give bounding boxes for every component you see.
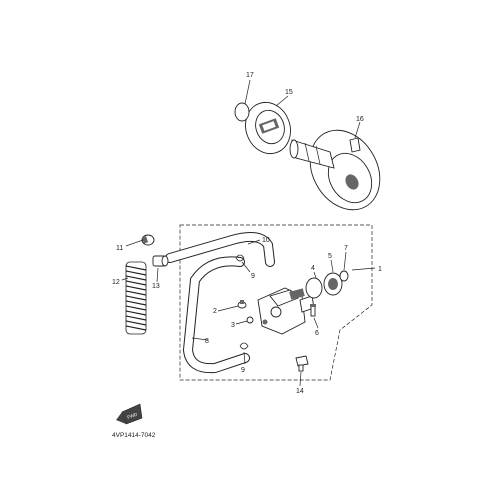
drive-gear [323,272,343,296]
callout-16: 16 [356,116,364,123]
callout-labels: 1 2 3 4 5 6 7 8 9 9 10 11 12 13 14 15 16… [112,72,382,395]
protector-spring [125,261,147,335]
callout-6: 6 [315,330,319,337]
oil-pump-body [257,287,315,335]
front-direction-arrow-icon: FWD [116,403,143,425]
callout-7: 7 [344,245,348,252]
callout-14: 14 [296,388,304,395]
key-pin [349,137,361,153]
hose-upper [165,231,275,267]
crankshaft-assembly [289,129,381,211]
callout-9-upper: 9 [251,273,255,280]
callout-4: 4 [311,265,315,272]
hose-clip-upper [235,254,245,262]
hose-lower [182,256,250,374]
leader-lines [121,79,376,387]
svg-text:FWD: FWD [126,411,138,419]
gasket-washer [246,316,254,324]
callout-15: 15 [285,89,293,96]
callout-12: 12 [112,279,120,286]
catalog-code: 4VP1414-7042 [112,432,156,439]
mounting-bolt [295,355,309,372]
callout-1: 1 [378,266,382,273]
o-ring [305,277,323,299]
callout-8: 8 [205,338,209,345]
callout-5: 5 [328,253,332,260]
callout-10: 10 [262,237,270,244]
callout-3: 3 [231,322,235,329]
callout-9-lower: 9 [241,367,245,374]
hose-clamp [141,234,155,246]
circlip [234,102,250,122]
washer [339,270,349,282]
callout-2: 2 [213,308,217,315]
assembly-group-outline [179,224,373,381]
hose-joint [152,255,169,267]
callout-17: 17 [246,72,254,79]
callout-13: 13 [152,283,160,290]
pulley [245,101,291,155]
screw [310,304,316,317]
callout-11: 11 [116,245,123,252]
banjo-bolt [237,300,247,309]
hose-clip-lower [239,342,249,350]
